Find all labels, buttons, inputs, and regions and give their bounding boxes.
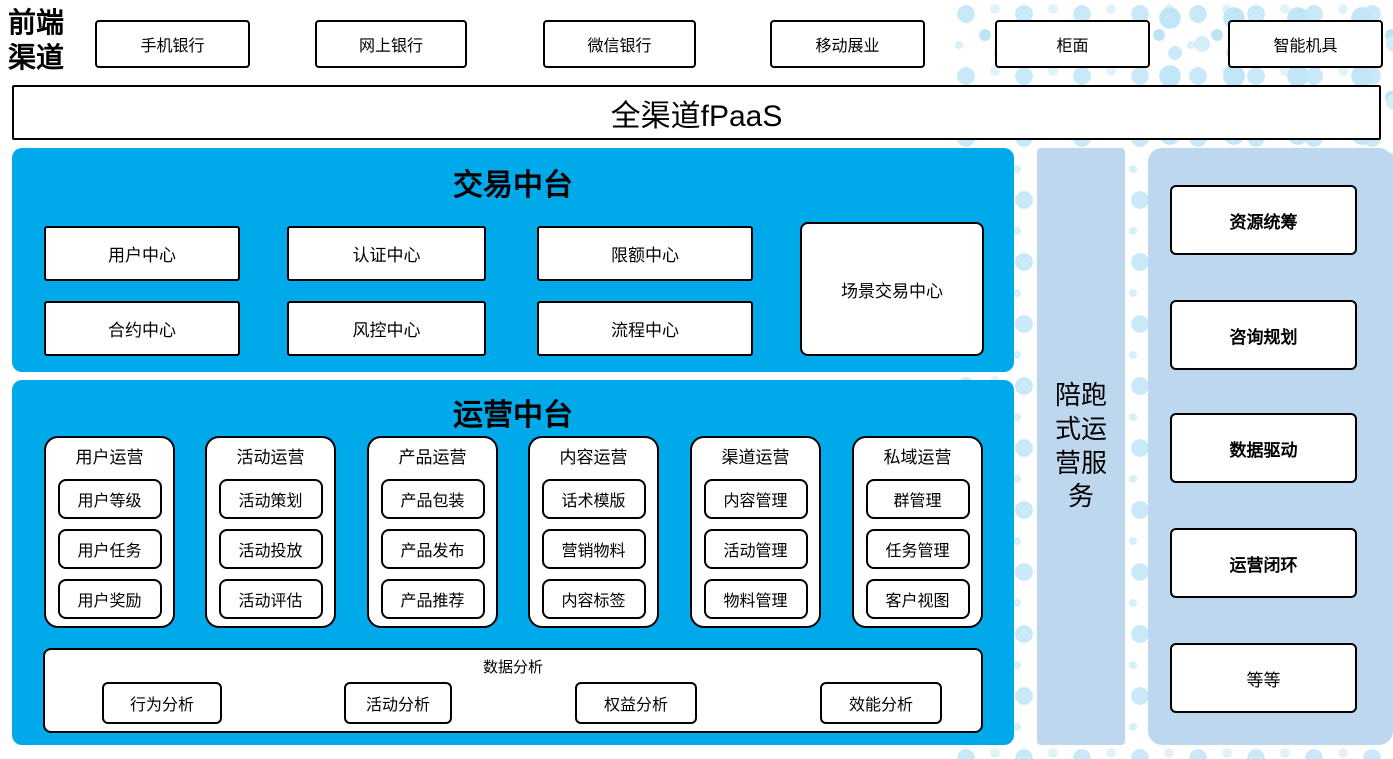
ops-item: 活动投放 xyxy=(218,529,323,569)
channel-box-online-banking: 网上银行 xyxy=(315,20,467,68)
channel-box-smart-devices: 智能机具 xyxy=(1228,20,1383,68)
companion-ops-service-label: 陪跑式运营服务 xyxy=(1054,379,1107,512)
service-box-etc: 等等 xyxy=(1170,643,1357,713)
ops-column-title: 活动运营 xyxy=(236,448,305,467)
channel-box-mobile-outreach: 移动展业 xyxy=(770,20,925,68)
channel-box-mobile-banking: 手机银行 xyxy=(95,20,250,68)
companion-ops-service-bar: 陪跑式运营服务 xyxy=(1037,148,1125,745)
ops-item: 用户奖励 xyxy=(57,579,162,619)
ops-column-title: 内容运营 xyxy=(559,448,628,467)
ops-item: 产品发布 xyxy=(380,529,485,569)
analysis-box-rights: 权益分析 xyxy=(575,682,697,724)
ops-item: 客户视图 xyxy=(865,579,970,619)
analysis-box-activity: 活动分析 xyxy=(344,682,452,724)
ops-item: 群管理 xyxy=(865,479,970,519)
ops-item: 活动策划 xyxy=(218,479,323,519)
center-box-risk: 风控中心 xyxy=(287,301,486,356)
ops-column-title: 产品运营 xyxy=(398,448,467,467)
ops-column-content-ops: 内容运营 话术模版 营销物料 内容标签 xyxy=(528,436,659,628)
center-box-contract: 合约中心 xyxy=(44,301,240,356)
ops-item: 内容标签 xyxy=(541,579,646,619)
trade-platform-section: 交易中台 用户中心 认证中心 限额中心 合约中心 风控中心 流程中心 场景交易中… xyxy=(12,148,1014,372)
ops-item: 用户等级 xyxy=(57,479,162,519)
ops-column-user-ops: 用户运营 用户等级 用户任务 用户奖励 xyxy=(44,436,175,628)
ops-column-product-ops: 产品运营 产品包装 产品发布 产品推荐 xyxy=(367,436,498,628)
channel-box-wechat-banking: 微信银行 xyxy=(543,20,696,68)
ops-item: 活动评估 xyxy=(218,579,323,619)
right-service-panel: 资源统筹 咨询规划 数据驱动 运营闭环 等等 xyxy=(1148,148,1393,745)
ops-item: 内容管理 xyxy=(703,479,808,519)
service-box-resource-coordination: 资源统筹 xyxy=(1170,185,1357,255)
ops-item: 活动管理 xyxy=(703,529,808,569)
ops-item: 任务管理 xyxy=(865,529,970,569)
ops-platform-title: 运营中台 xyxy=(453,399,573,432)
center-box-user: 用户中心 xyxy=(44,226,240,281)
service-box-data-driven: 数据驱动 xyxy=(1170,413,1357,483)
service-box-ops-closed-loop: 运营闭环 xyxy=(1170,528,1357,598)
ops-item: 产品包装 xyxy=(380,479,485,519)
ops-item: 用户任务 xyxy=(57,529,162,569)
ops-column-private-domain-ops: 私域运营 群管理 任务管理 客户视图 xyxy=(852,436,983,628)
ops-column-activity-ops: 活动运营 活动策划 活动投放 活动评估 xyxy=(205,436,336,628)
ops-platform-section: 运营中台 用户运营 用户等级 用户任务 用户奖励 活动运营 活动策划 活动投放 … xyxy=(12,380,1014,745)
service-box-consulting-planning: 咨询规划 xyxy=(1170,300,1357,370)
data-analysis-title: 数据分析 xyxy=(482,659,543,676)
ops-column-title: 用户运营 xyxy=(75,448,144,467)
ops-column-title: 渠道运营 xyxy=(721,448,790,467)
center-box-auth: 认证中心 xyxy=(287,226,486,281)
center-box-scene-trade: 场景交易中心 xyxy=(800,222,984,356)
data-analysis-container: 数据分析 行为分析 活动分析 权益分析 效能分析 xyxy=(43,648,983,733)
ops-column-channel-ops: 渠道运营 内容管理 活动管理 物料管理 xyxy=(690,436,821,628)
center-box-limit: 限额中心 xyxy=(537,226,753,281)
analysis-box-behavior: 行为分析 xyxy=(102,682,222,724)
analysis-box-efficiency: 效能分析 xyxy=(820,682,942,724)
ops-column-title: 私域运营 xyxy=(883,448,952,467)
ops-item: 物料管理 xyxy=(703,579,808,619)
center-box-process: 流程中心 xyxy=(537,301,753,356)
ops-item: 产品推荐 xyxy=(380,579,485,619)
ops-item: 营销物料 xyxy=(541,529,646,569)
ops-item: 话术模版 xyxy=(541,479,646,519)
frontend-channels-label: 前端渠道 xyxy=(7,8,64,74)
trade-platform-title: 交易中台 xyxy=(453,169,573,202)
channel-box-counter: 柜面 xyxy=(995,20,1150,68)
fpaas-bar: 全渠道fPaaS xyxy=(12,85,1381,140)
